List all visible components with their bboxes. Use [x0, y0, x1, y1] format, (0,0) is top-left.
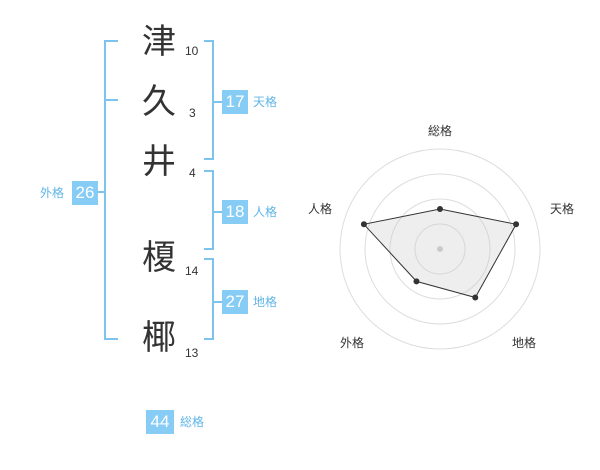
- soukaku-badge: 44: [146, 410, 174, 434]
- tenkaku-bracket: [212, 40, 214, 160]
- jinkaku-badge: 18: [222, 200, 248, 224]
- jinkaku-bracket-top: [204, 170, 214, 172]
- chikaku-badge: 27: [222, 290, 248, 314]
- radar-point-1: [437, 206, 443, 212]
- surname-char-2: 久: [142, 82, 176, 122]
- jinkaku-label: 人格: [253, 205, 278, 219]
- radar-ring-1: [414, 223, 466, 275]
- radar-point-2: [513, 221, 520, 228]
- radar-area: [362, 208, 517, 299]
- stroke-count-4: 14: [185, 264, 199, 278]
- gaikaku-badge: 26: [72, 181, 98, 205]
- radar-ring-3: [364, 173, 516, 325]
- stroke-count-5: 13: [185, 346, 199, 360]
- chikaku-label: 地格: [253, 295, 278, 309]
- chikaku-connector: [214, 301, 222, 303]
- stroke-count-2: 3: [189, 106, 196, 120]
- radar-ring-2: [389, 198, 491, 300]
- stroke-count-1: 10: [185, 44, 199, 58]
- chikaku-bracket-top: [204, 258, 214, 260]
- tenkaku-label: 天格: [253, 95, 278, 109]
- radar-point-3: [472, 294, 479, 301]
- tenkaku-bracket-top: [204, 40, 214, 42]
- given-char-1: 榎: [142, 238, 176, 278]
- radar-label-jinkaku: 人格: [308, 202, 333, 216]
- stroke-count-3: 4: [189, 166, 196, 180]
- given-char-2: 椰: [142, 318, 176, 358]
- gaikaku-bracket-top: [104, 40, 118, 42]
- tenkaku-badge: 17: [222, 90, 248, 114]
- surname-char-1: 津: [142, 22, 176, 62]
- chikaku-bracket: [212, 258, 214, 340]
- radar-label-gaikaku: 外格: [340, 336, 365, 350]
- radar-label-tenkaku: 天格: [550, 202, 575, 216]
- radar-point-5: [360, 221, 367, 228]
- radar-center: [437, 246, 443, 252]
- gaikaku-bracket-bottom: [104, 338, 118, 340]
- radar-label-soukaku: 総格: [428, 124, 453, 138]
- gaikaku-bracket: [104, 40, 106, 340]
- chikaku-bracket-bottom: [204, 338, 214, 340]
- radar-point-4: [413, 278, 420, 285]
- gaikaku-bracket-mid: [104, 99, 118, 101]
- soukaku-label: 総格: [180, 415, 205, 429]
- jinkaku-bracket: [212, 170, 214, 250]
- jinkaku-connector: [214, 211, 222, 213]
- gaikaku-label: 外格: [40, 186, 65, 200]
- gaikaku-connector: [96, 191, 104, 193]
- tenkaku-bracket-bottom: [204, 158, 214, 160]
- radar-ring-4: [339, 148, 541, 350]
- jinkaku-bracket-bottom: [204, 248, 214, 250]
- tenkaku-connector: [214, 101, 222, 103]
- radar-label-chikaku: 地格: [512, 336, 537, 350]
- surname-char-3: 井: [142, 142, 176, 182]
